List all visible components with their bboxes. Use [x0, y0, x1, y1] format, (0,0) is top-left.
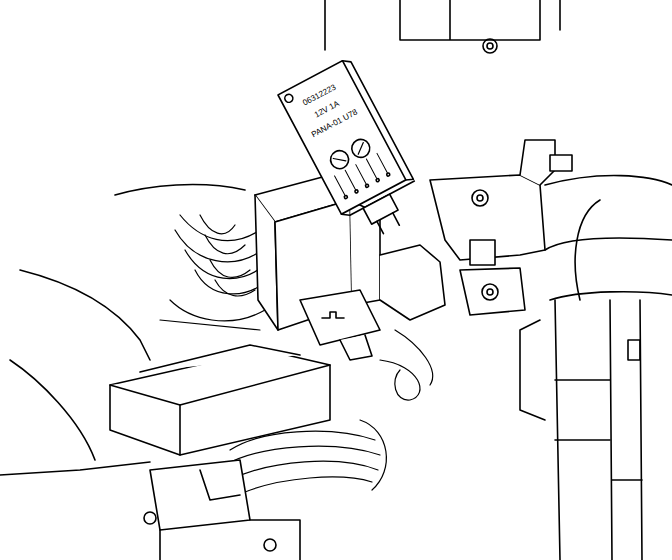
lower-bracket: [144, 460, 300, 560]
wire-bundle: [160, 215, 268, 330]
wire-bundle: [225, 330, 433, 492]
steering-mechanism: [520, 176, 672, 560]
upper-panel: [325, 0, 560, 53]
mounting-bracket: [430, 140, 572, 315]
relay-module: [278, 57, 429, 246]
column-housing: [110, 345, 330, 455]
